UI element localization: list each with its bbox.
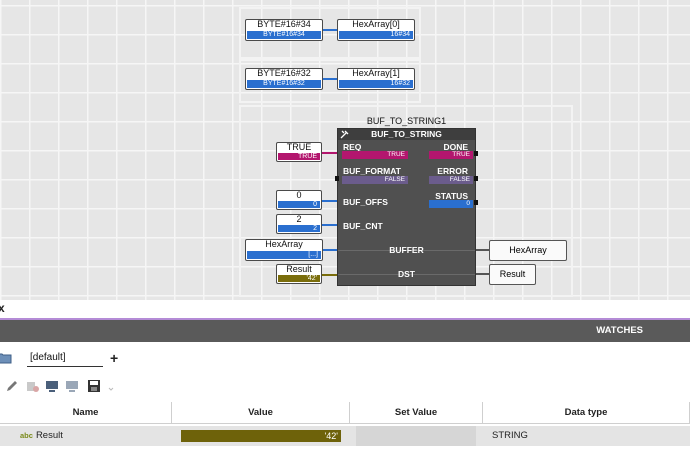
- string-type-icon: abc: [20, 431, 33, 440]
- var-hexarray-1[interactable]: HexArray[1] 16#32: [337, 68, 415, 90]
- close-icon[interactable]: x: [0, 301, 5, 315]
- column-header-value[interactable]: Value: [172, 402, 350, 424]
- var-name: HexArray[1]: [352, 69, 400, 78]
- row-set-value[interactable]: [356, 426, 476, 446]
- pin-buf-format-label: BUF_FORMAT: [343, 166, 401, 176]
- divider: [338, 274, 475, 275]
- pin-error-label: ERROR: [437, 166, 468, 176]
- pin-req-value: TRUE: [342, 151, 408, 159]
- row-name: Result: [35, 430, 63, 441]
- input-result[interactable]: Result '42': [276, 264, 322, 284]
- add-preset-button[interactable]: +: [110, 350, 119, 366]
- var-name: 0: [296, 191, 302, 200]
- var-value: 16#32: [339, 80, 413, 88]
- pin-error-value: FALSE: [429, 176, 473, 184]
- wire: [322, 224, 337, 226]
- wire: [322, 274, 337, 276]
- wire: [322, 200, 337, 202]
- output-buffer[interactable]: HexArray: [489, 240, 567, 261]
- var-value: BYTE#16#32: [247, 80, 321, 88]
- function-block[interactable]: BUF_TO_STRING REQ TRUE DONE TRUE BUF_FOR…: [335, 128, 478, 286]
- input-buf-cnt[interactable]: 2 2: [276, 214, 322, 234]
- pin-connector[interactable]: [474, 151, 478, 156]
- row-data-type: STRING: [492, 430, 528, 441]
- wire: [323, 78, 337, 80]
- var-name: Result: [286, 265, 312, 274]
- var-value: 16#34: [339, 31, 413, 39]
- input-buf-offs[interactable]: 0 0: [276, 190, 322, 210]
- pin-buffer-label: BUFFER: [389, 245, 424, 255]
- wire: [322, 152, 337, 154]
- monitor-icon[interactable]: [44, 378, 60, 394]
- var-value: TRUE: [278, 153, 320, 160]
- input-hexarray[interactable]: HexArray [...]: [245, 239, 323, 261]
- pin-status-value: 0: [429, 200, 473, 208]
- pin-buf-format-value: FALSE: [342, 176, 408, 184]
- pin-done-label: DONE: [443, 142, 468, 152]
- monitor-all-icon[interactable]: [64, 378, 80, 394]
- var-value: '42': [278, 275, 320, 282]
- var-name: BYTE#16#34: [257, 20, 311, 29]
- tool-icon: [340, 130, 349, 139]
- pencil-icon[interactable]: [4, 378, 20, 394]
- var-value: 2: [278, 225, 320, 232]
- pin-buf-cnt-label: BUF_CNT: [343, 221, 383, 231]
- var-value: 0: [278, 201, 320, 208]
- pin-connector[interactable]: [474, 200, 478, 205]
- wire: [476, 273, 489, 275]
- var-name: TRUE: [286, 143, 312, 152]
- var-name: HexArray: [265, 240, 303, 249]
- var-value: BYTE#16#34: [247, 31, 321, 39]
- var-name: 2: [296, 215, 302, 224]
- preset-toolbar: [0, 346, 690, 372]
- wire: [476, 249, 489, 251]
- pin-connector[interactable]: [335, 176, 339, 181]
- row-value: '42': [181, 430, 341, 442]
- network-2: [239, 59, 421, 103]
- fb-type: BUF_TO_STRING: [338, 129, 475, 140]
- var-value: [...]: [247, 251, 321, 259]
- output-result[interactable]: Result: [489, 264, 536, 285]
- pin-done-value: TRUE: [429, 151, 473, 159]
- column-header-set-value[interactable]: Set Value: [350, 402, 483, 424]
- input-true[interactable]: TRUE TRUE: [276, 142, 322, 162]
- ladder-canvas[interactable]: BYTE#16#34 BYTE#16#34 HexArray[0] 16#34 …: [0, 0, 690, 300]
- network-1: [239, 7, 421, 59]
- chevron-down-icon[interactable]: [106, 384, 116, 394]
- folder-icon[interactable]: [0, 352, 12, 364]
- watch-toolbar: [0, 378, 140, 398]
- var-byte-16-32[interactable]: BYTE#16#32 BYTE#16#32: [245, 68, 323, 90]
- pin-status-label: STATUS: [435, 191, 468, 201]
- preset-select[interactable]: [default]: [27, 349, 103, 367]
- column-header-data-type[interactable]: Data type: [483, 402, 690, 424]
- watches-header: WATCHES: [0, 318, 690, 342]
- pin-dst-label: DST: [398, 269, 415, 279]
- column-header-name[interactable]: Name: [0, 402, 172, 424]
- panel-title: WATCHES: [596, 325, 643, 336]
- var-name: BYTE#16#32: [257, 69, 311, 78]
- var-hexarray-0[interactable]: HexArray[0] 16#34: [337, 19, 415, 41]
- fb-instance-name: BUF_TO_STRING1: [366, 116, 447, 126]
- save-icon[interactable]: [86, 378, 102, 394]
- clear-icon[interactable]: [24, 378, 40, 394]
- pin-buf-offs-label: BUF_OFFS: [343, 197, 388, 207]
- var-byte-16-34[interactable]: BYTE#16#34 BYTE#16#34: [245, 19, 323, 41]
- pin-req-label: REQ: [343, 142, 362, 152]
- wire: [323, 29, 337, 31]
- network-3: [239, 105, 573, 297]
- panel-splitter[interactable]: x: [0, 301, 690, 315]
- var-name: HexArray[0]: [352, 20, 400, 29]
- divider: [338, 250, 475, 251]
- wire: [323, 249, 337, 251]
- pin-connector[interactable]: [474, 176, 478, 181]
